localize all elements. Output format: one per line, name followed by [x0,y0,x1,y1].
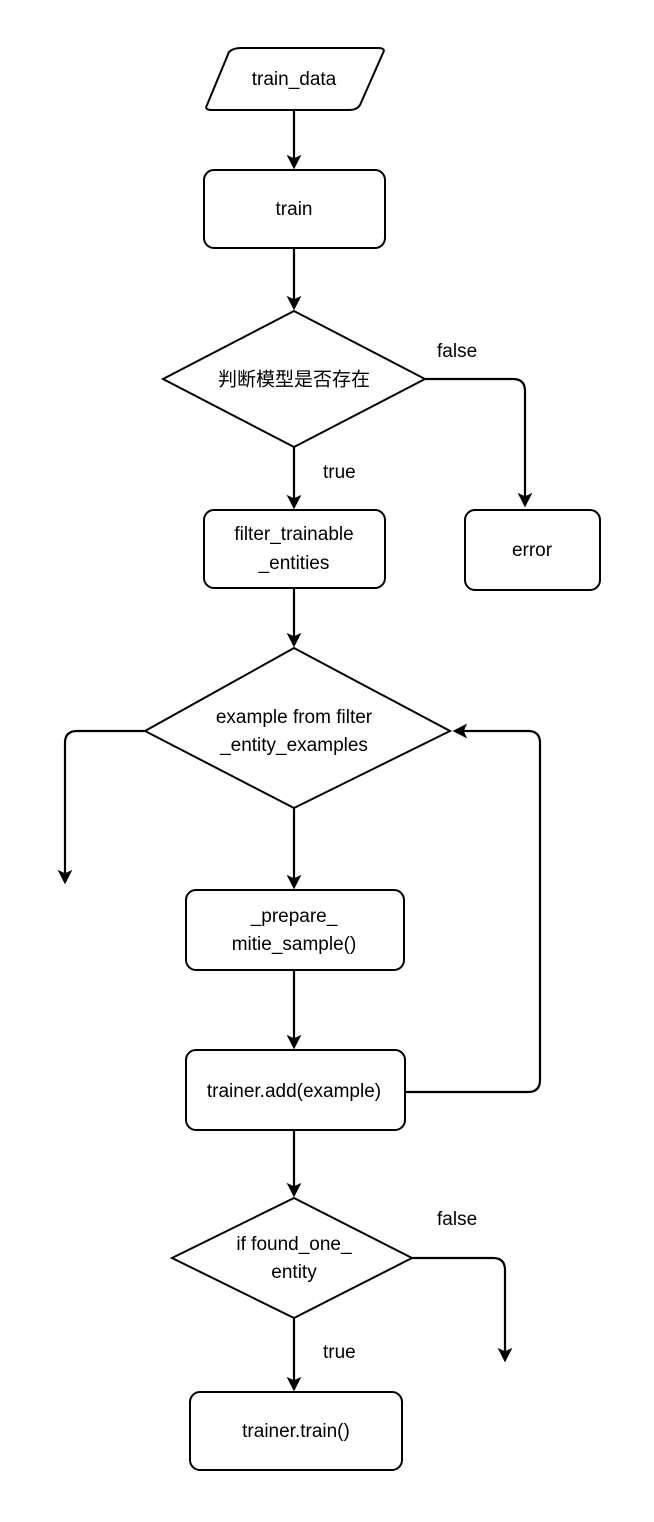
train-label: train [276,199,313,220]
filter-trainable-entities-box [203,509,386,589]
prepare-mitie-sample-label-line2: mitie_sample() [232,934,357,955]
edge-model-exists-false-to-error [425,377,533,508]
node-error[interactable]: error [464,509,601,591]
found-one-entity-label-line1: if found_one_ [236,1234,352,1255]
filter-trainable-entities-label-line2: _entities [258,553,330,574]
edge-trainer-add-loop-back [405,723,542,1094]
model-exists-label: 判断模型是否存在 [218,369,370,391]
node-example-loop[interactable]: example from filter _entity_examples [142,646,453,810]
filter-trainable-entities-label-line1: filter_trainable [234,524,353,545]
error-box [464,509,601,591]
edges-layer [57,110,542,1392]
node-model-exists[interactable]: 判断模型是否存在 [160,309,428,449]
found-one-entity-label-line2: entity [271,1262,317,1283]
train-box [203,169,386,249]
edge-found-one-entity-false-exit [412,1256,513,1363]
found-one-entity-diamond [169,1196,415,1320]
node-train-data[interactable]: train_data [205,47,385,111]
node-trainer-train[interactable]: trainer.train() [189,1391,403,1471]
edge-label-found-one-entity-true: true [323,1342,356,1363]
error-label: error [512,540,553,561]
train-data-label: train_data [252,69,337,90]
node-trainer-add[interactable]: trainer.add(example) [185,1049,406,1131]
edge-label-model-exists-true: true [323,462,356,483]
example-loop-diamond [142,646,453,810]
model-exists-diamond [160,309,428,449]
prepare-mitie-sample-label-line1: _prepare_ [250,906,338,927]
prepare-mitie-sample-box [185,889,405,971]
trainer-train-label: trainer.train() [242,1421,350,1442]
edge-label-model-exists-false: false [437,341,477,362]
example-loop-label-line1: example from filter [216,707,373,728]
train-data-parallelogram [205,47,385,111]
example-loop-label-line2: _entity_examples [219,735,368,756]
node-found-one-entity[interactable]: if found_one_ entity [169,1196,415,1320]
node-prepare-mitie-sample[interactable]: _prepare_ mitie_sample() [185,889,405,971]
trainer-train-box [189,1391,403,1471]
edge-labels-layer: false true false true [323,341,477,1363]
node-train[interactable]: train [203,169,386,249]
edge-label-found-one-entity-false: false [437,1209,477,1230]
trainer-add-label: trainer.add(example) [207,1081,381,1102]
edge-example-loop-exit-left [57,729,145,885]
node-filter-trainable-entities[interactable]: filter_trainable _entities [203,509,386,589]
trainer-add-box [185,1049,406,1131]
